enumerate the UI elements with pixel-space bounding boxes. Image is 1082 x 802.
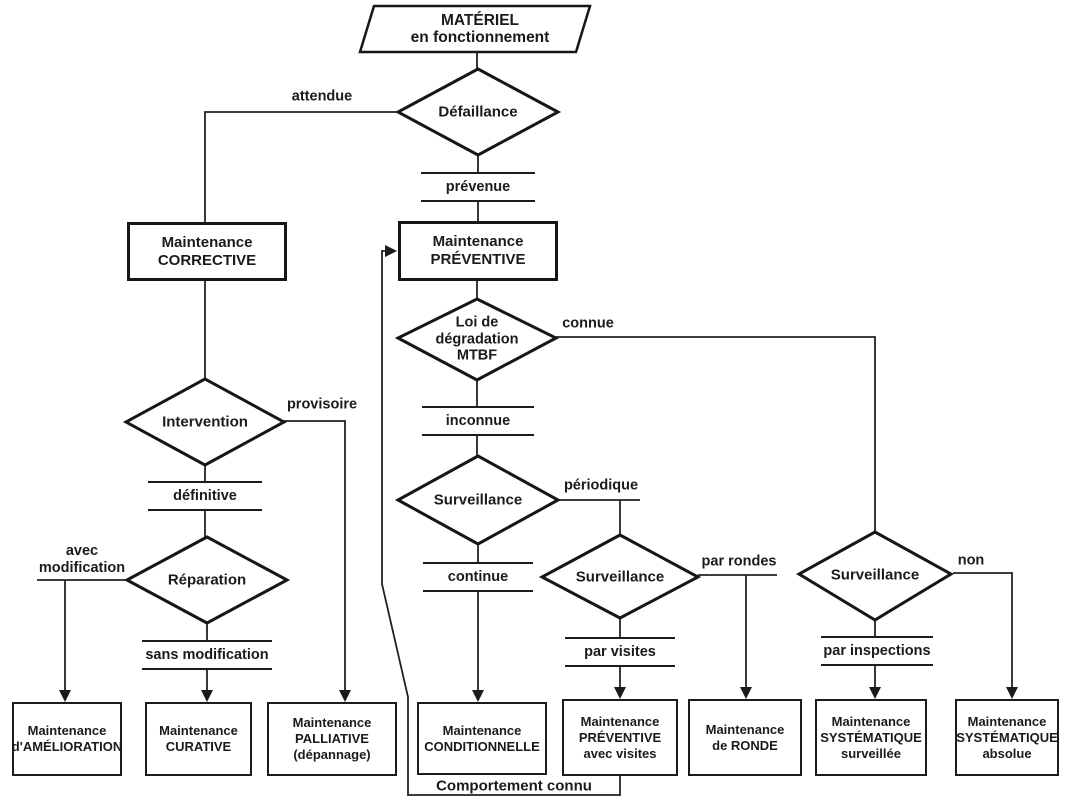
edge-attendue bbox=[204, 111, 398, 224]
diamond-surveillance-periodique bbox=[538, 533, 702, 620]
label-par-rondes: par rondes bbox=[701, 553, 777, 570]
label-surveillance-mtbf: Surveillance bbox=[830, 566, 920, 584]
label-attendue: attendue bbox=[291, 88, 353, 105]
edge-feedback-comportement-connu bbox=[381, 250, 621, 796]
start-node-label: MATÉRIEL en fonctionnement bbox=[410, 12, 550, 46]
label-connue: connue bbox=[562, 315, 614, 332]
label-periodique: périodique bbox=[563, 477, 639, 494]
gate-sans-modification: sans modification bbox=[142, 640, 272, 670]
outcome-maintenance-systematique-absolue: Maintenance SYSTÉMATIQUE absolue bbox=[955, 699, 1059, 776]
diamond-surveillance-mtbf bbox=[796, 530, 954, 622]
gate-par-visites: par visites bbox=[565, 637, 675, 667]
diamond-loi-degradation bbox=[394, 297, 560, 382]
label-intervention: Intervention bbox=[162, 413, 248, 431]
edge-non bbox=[953, 572, 1013, 693]
label-loi-degradation: Loi de dégradation MTBF bbox=[435, 314, 519, 364]
outcome-maintenance-systematique-surveillee: Maintenance SYSTÉMATIQUE surveillée bbox=[815, 699, 927, 776]
outcome-maintenance-curative: Maintenance CURATIVE bbox=[145, 702, 252, 776]
label-surveillance-continue: Surveillance bbox=[433, 491, 523, 509]
gate-inconnue: inconnue bbox=[422, 406, 534, 436]
diamond-reparation bbox=[123, 535, 291, 625]
edge-provisoire bbox=[284, 420, 346, 696]
outcome-maintenance-amelioration: Maintenance d'AMÉLIORATION bbox=[12, 702, 122, 776]
gate-definitive: définitive bbox=[148, 481, 262, 511]
outcome-maintenance-ronde: Maintenance de RONDE bbox=[688, 699, 802, 776]
start-parallelogram bbox=[358, 4, 592, 54]
node-maintenance-corrective: Maintenance CORRECTIVE bbox=[127, 222, 287, 281]
diamond-defaillance bbox=[394, 67, 562, 157]
edge-connue bbox=[556, 336, 876, 532]
gate-continue: continue bbox=[423, 562, 533, 592]
label-provisoire: provisoire bbox=[286, 396, 358, 413]
diamond-intervention bbox=[122, 377, 288, 467]
label-avec-modification: avec modification bbox=[38, 543, 126, 576]
label-comportement-connu: Comportement connu bbox=[436, 777, 592, 795]
outcome-maintenance-palliative: Maintenance PALLIATIVE (dépannage) bbox=[267, 702, 397, 776]
gate-par-inspections: par inspections bbox=[821, 636, 933, 666]
label-reparation: Réparation bbox=[167, 571, 247, 589]
diamond-surveillance-continue bbox=[394, 454, 562, 546]
label-non: non bbox=[957, 552, 985, 569]
outcome-maintenance-preventive-visites: Maintenance PRÉVENTIVE avec visites bbox=[562, 699, 678, 776]
outcome-maintenance-conditionnelle: Maintenance CONDITIONNELLE bbox=[417, 702, 547, 775]
node-maintenance-preventive: Maintenance PRÉVENTIVE bbox=[398, 221, 558, 281]
gate-prevenue: prévenue bbox=[421, 172, 535, 202]
arrowheads bbox=[59, 245, 1018, 702]
label-defaillance: Défaillance bbox=[438, 103, 518, 121]
label-surveillance-periodique: Surveillance bbox=[575, 568, 665, 586]
